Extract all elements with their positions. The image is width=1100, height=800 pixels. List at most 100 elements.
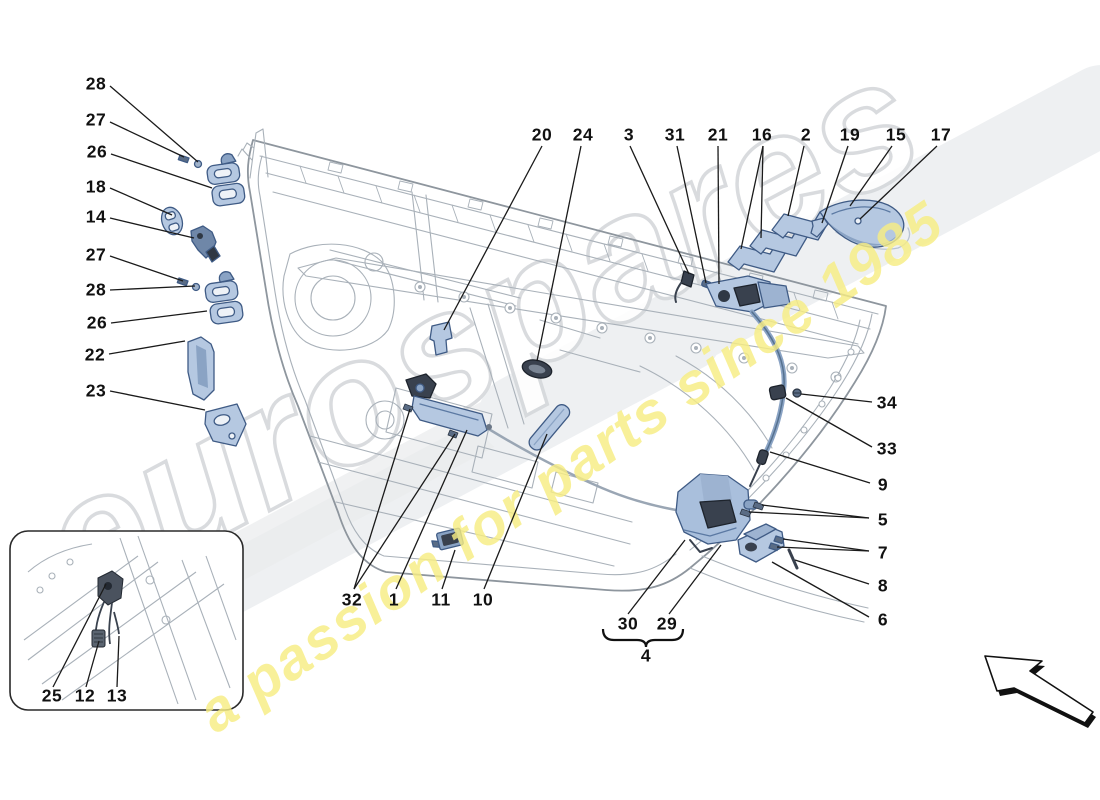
part-hinge-washer	[191, 282, 201, 292]
callout-10: 10	[472, 589, 494, 610]
leader-line-15	[849, 145, 893, 207]
callout-16: 16	[751, 124, 773, 145]
callout-23: 23	[85, 380, 107, 401]
part-lock-assembly	[675, 473, 759, 553]
callout-4: 4	[640, 645, 652, 666]
leader-line-6	[771, 561, 870, 618]
part-screws-5	[739, 501, 765, 518]
leader-line-10	[483, 433, 548, 590]
leader-line-2	[787, 145, 805, 217]
callout-6: 6	[877, 609, 889, 630]
callout-13: 13	[106, 685, 128, 706]
part-upper-hinge	[206, 153, 246, 207]
leader-line-25	[52, 583, 107, 688]
leader-line-26	[110, 153, 213, 189]
leader-line-21	[717, 145, 720, 285]
callout-9: 9	[877, 474, 889, 495]
leader-line-20	[443, 145, 543, 331]
part-switch-11	[431, 527, 464, 551]
part-door-check	[190, 225, 221, 263]
callout-29: 29	[656, 613, 678, 634]
direction-arrow	[984, 655, 1096, 728]
leader-line-13	[116, 635, 120, 688]
callout-12: 12	[74, 685, 96, 706]
part-plate-23	[204, 403, 247, 447]
callout-17: 17	[930, 124, 952, 145]
leader-line-32	[353, 433, 456, 590]
callout-15: 15	[885, 124, 907, 145]
leader-line-23	[109, 390, 206, 411]
part-gasket-plates	[727, 211, 833, 273]
leader-line-17	[859, 145, 938, 220]
callout-28: 28	[85, 73, 107, 94]
leader-line-30	[627, 539, 686, 615]
callout-2: 2	[800, 124, 812, 145]
callout-34: 34	[876, 392, 898, 413]
leader-line-31	[676, 145, 707, 284]
part-screws-32	[402, 403, 459, 439]
part-exterior-handle	[819, 199, 911, 250]
leader-line-16	[760, 145, 764, 239]
leader-line-32	[353, 408, 411, 590]
part-latch-assembly	[674, 270, 791, 313]
leader-line-8	[794, 559, 870, 585]
part-handle-clip-19	[810, 217, 829, 238]
callout-32: 32	[341, 589, 363, 610]
group-brace	[601, 628, 685, 648]
callout-21: 21	[707, 124, 729, 145]
leader-line-27	[109, 255, 184, 282]
leader-line-34	[800, 393, 873, 403]
part-bracket-22	[187, 336, 215, 401]
callout-31: 31	[664, 124, 686, 145]
callout-27: 27	[85, 244, 107, 265]
callout-25: 25	[41, 685, 63, 706]
callout-27: 27	[85, 109, 107, 130]
part-door-stop	[160, 206, 184, 236]
leader-line-16	[740, 145, 764, 250]
callout-14: 14	[85, 206, 107, 227]
leader-line-24	[536, 145, 582, 362]
leader-line-33	[785, 397, 873, 448]
leader-line-27	[109, 121, 185, 158]
callout-22: 22	[84, 344, 106, 365]
part-wedge-10	[528, 404, 571, 451]
part-hinge-screw	[177, 154, 190, 164]
leader-line-5	[748, 511, 870, 519]
leader-line-19	[821, 145, 849, 224]
part-grommet-33	[768, 384, 787, 401]
leader-line-28	[109, 285, 196, 291]
callout-1: 1	[388, 589, 400, 610]
leader-line-11	[441, 549, 456, 590]
callout-5: 5	[877, 509, 889, 530]
part-hinge-washer	[193, 159, 203, 169]
callout-11: 11	[431, 589, 451, 610]
leader-line-29	[668, 544, 722, 615]
inset-panel	[9, 530, 244, 711]
callout-24: 24	[572, 124, 594, 145]
leader-line-14	[109, 217, 195, 239]
callout-20: 20	[531, 124, 553, 145]
callout-18: 18	[85, 176, 107, 197]
part-guide-bracket-20	[429, 321, 453, 356]
part-oval-plug-24	[521, 359, 553, 379]
leader-line-7	[782, 538, 870, 552]
part-striker-bracket	[737, 523, 799, 570]
leader-line-9	[769, 451, 871, 484]
leader-line-18	[109, 187, 173, 216]
callout-28: 28	[85, 279, 107, 300]
callout-3: 3	[623, 124, 635, 145]
callout-19: 19	[839, 124, 861, 145]
leader-line-3	[629, 145, 690, 275]
leader-line-22	[108, 340, 186, 355]
leader-line-1	[395, 429, 468, 590]
inset-lock-mechanism	[91, 570, 124, 648]
leader-line-5	[761, 504, 870, 519]
callout-26: 26	[86, 141, 108, 162]
callout-30: 30	[617, 613, 639, 634]
leader-line-7	[776, 546, 870, 552]
part-lower-hinge	[204, 271, 244, 325]
